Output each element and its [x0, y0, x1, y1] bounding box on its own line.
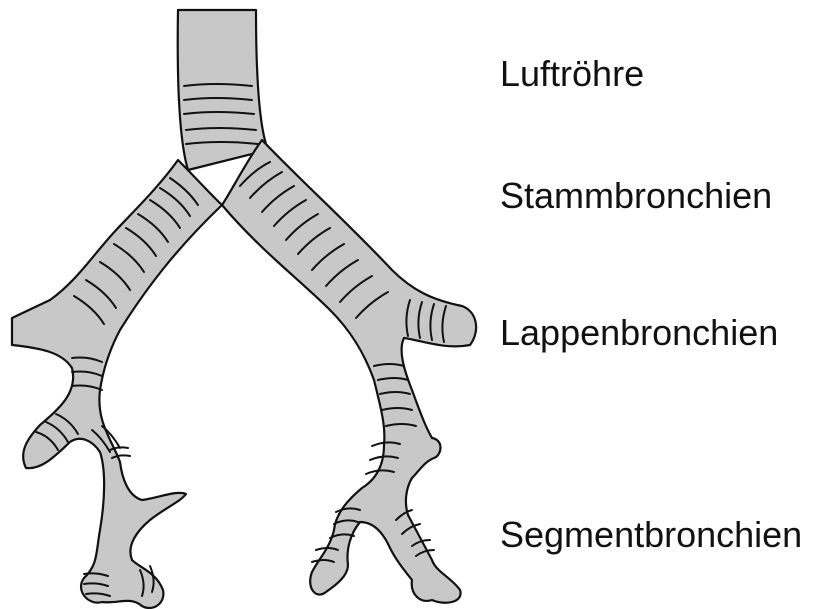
label-main-bronchi: Stammbronchien [500, 178, 772, 214]
label-lobar-bronchi: Lappenbronchien [500, 315, 778, 351]
right-bronchus-shape [222, 140, 476, 603]
label-trachea: Luftröhre [500, 56, 644, 92]
label-segmental-bronchi: Segmentbronchien [500, 517, 802, 553]
trachea-shape [178, 10, 268, 170]
left-bronchus-shape [12, 160, 222, 608]
